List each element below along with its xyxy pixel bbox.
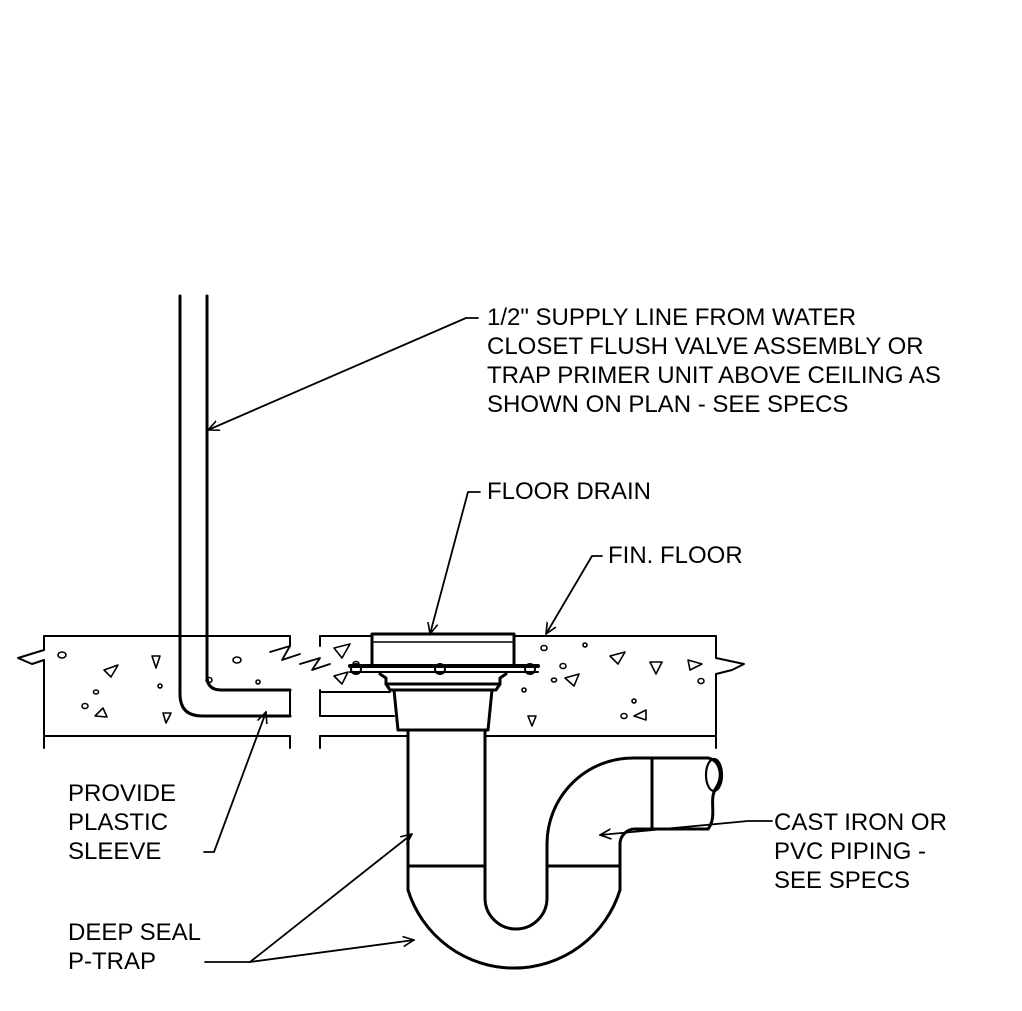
supply-line-label-line: CLOSET FLUSH VALVE ASSEMBLY OR bbox=[487, 333, 924, 360]
piping-label-line: SEE SPECS bbox=[774, 867, 911, 894]
floor-drain-label: FLOOR DRAIN bbox=[487, 477, 651, 506]
fin-floor-label: FIN. FLOOR bbox=[608, 541, 743, 570]
supply-line-label-line: SHOWN ON PLAN - SEE SPECS bbox=[487, 391, 849, 418]
supply-line-pipe bbox=[178, 294, 292, 718]
supply-line-label: 1/2" SUPPLY LINE FROM WATER CLOSET FLUSH… bbox=[487, 303, 941, 419]
leader-lines bbox=[203, 317, 773, 963]
p-trap-label-line: DEEP SEAL bbox=[68, 919, 201, 946]
plastic-sleeve-label-line: PLASTIC bbox=[68, 809, 169, 836]
piping-label-line: CAST IRON OR bbox=[774, 809, 947, 836]
floor-drain-label-line: FLOOR DRAIN bbox=[487, 478, 652, 505]
supply-line-label-line: 1/2" SUPPLY LINE FROM WATER bbox=[487, 304, 857, 331]
piping-label: CAST IRON OR PVC PIPING - SEE SPECS bbox=[774, 808, 947, 895]
supply-line-label-line: TRAP PRIMER UNIT ABOVE CEILING AS bbox=[487, 362, 941, 389]
floor-slab-right bbox=[299, 635, 745, 749]
floor-slab-left bbox=[17, 635, 301, 749]
fin-floor-label-line: FIN. FLOOR bbox=[608, 542, 743, 569]
plastic-sleeve-label: PROVIDE PLASTIC SLEEVE bbox=[68, 779, 176, 866]
p-trap-label-line: P-TRAP bbox=[68, 948, 157, 975]
floor-drain-body bbox=[348, 632, 540, 732]
plastic-sleeve-label-line: PROVIDE bbox=[68, 780, 177, 807]
concrete-aggregate-left bbox=[57, 651, 261, 724]
plastic-sleeve-label-line: SLEEVE bbox=[68, 838, 162, 865]
piping-label-line: PVC PIPING - bbox=[774, 838, 927, 865]
p-trap-piping bbox=[406, 728, 724, 970]
p-trap-label: DEEP SEAL P-TRAP bbox=[68, 918, 201, 976]
